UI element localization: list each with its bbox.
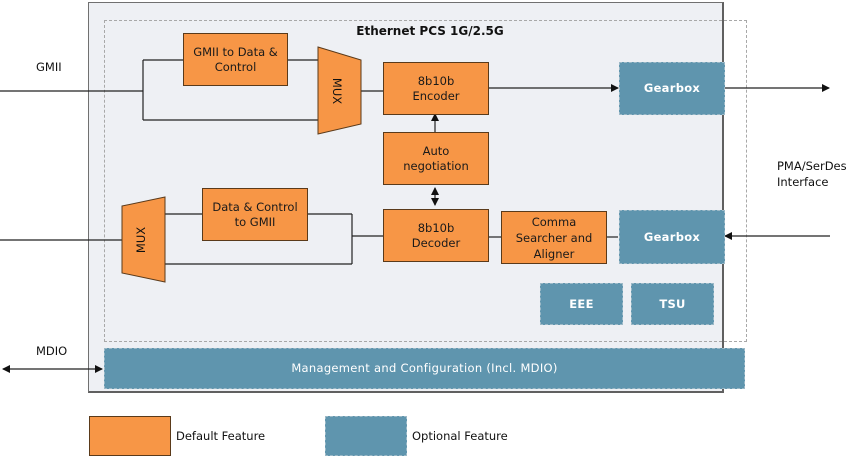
decoder-block: 8b10b Decoder <box>383 209 489 262</box>
gearbox-tx-block: Gearbox <box>619 62 725 115</box>
block-label: 8b10b <box>417 220 455 235</box>
gmii-label: GMII <box>36 60 62 74</box>
pma-serdes-label-line2: Interface <box>777 175 829 189</box>
legend-label-default: Default Feature <box>176 429 266 443</box>
block-label: GMII to Data & <box>193 44 278 59</box>
block-label: Gearbox <box>643 81 701 95</box>
eee-block: EEE <box>540 283 623 325</box>
pcs-inner-boundary <box>104 20 747 342</box>
block-label: Control <box>214 59 257 74</box>
block-label: Gearbox <box>643 229 701 244</box>
block-label: EEE <box>569 296 594 311</box>
block-label: to GMII <box>234 214 276 229</box>
block-label: 8b10b <box>417 73 455 88</box>
auto-negotiation-block: Auto negotiation <box>383 132 489 185</box>
gearbox-rx-block: Gearbox <box>619 210 725 264</box>
encoder-block: 8b10b Encoder <box>383 62 489 115</box>
mux-tx-label: MUX <box>330 77 345 105</box>
block-label: Auto <box>422 143 450 158</box>
diagram-title: Ethernet PCS 1G/2.5G <box>356 24 504 38</box>
legend-swatch-optional <box>325 416 407 456</box>
comma-searcher-aligner-block: Comma Searcher and Aligner <box>501 211 607 264</box>
data-control-to-gmii-block: Data & Control to GMII <box>202 188 308 241</box>
mux-tx <box>317 46 362 135</box>
block-label: negotiation <box>403 158 469 173</box>
tsu-block: TSU <box>631 283 714 325</box>
block-label: Data & Control <box>212 199 298 214</box>
block-label: Encoder <box>412 88 460 103</box>
pma-serdes-label-line1: PMA/SerDes <box>777 159 847 173</box>
mux-rx-label: MUX <box>134 226 149 254</box>
management-configuration-block: Management and Configuration (Incl. MDIO… <box>104 348 745 389</box>
mux-rx <box>121 196 166 283</box>
legend-label-optional: Optional Feature <box>412 429 508 443</box>
block-label: TSU <box>659 296 686 311</box>
legend-swatch-default <box>89 416 171 456</box>
gmii-to-data-control-block: GMII to Data & Control <box>183 33 288 86</box>
block-label: Comma <box>531 214 577 229</box>
block-label: Aligner <box>533 246 575 261</box>
block-label: Management and Configuration (Incl. MDIO… <box>291 361 558 375</box>
block-label: Searcher and <box>515 230 593 245</box>
block-label: Decoder <box>411 235 461 250</box>
mdio-label: MDIO <box>36 344 68 358</box>
